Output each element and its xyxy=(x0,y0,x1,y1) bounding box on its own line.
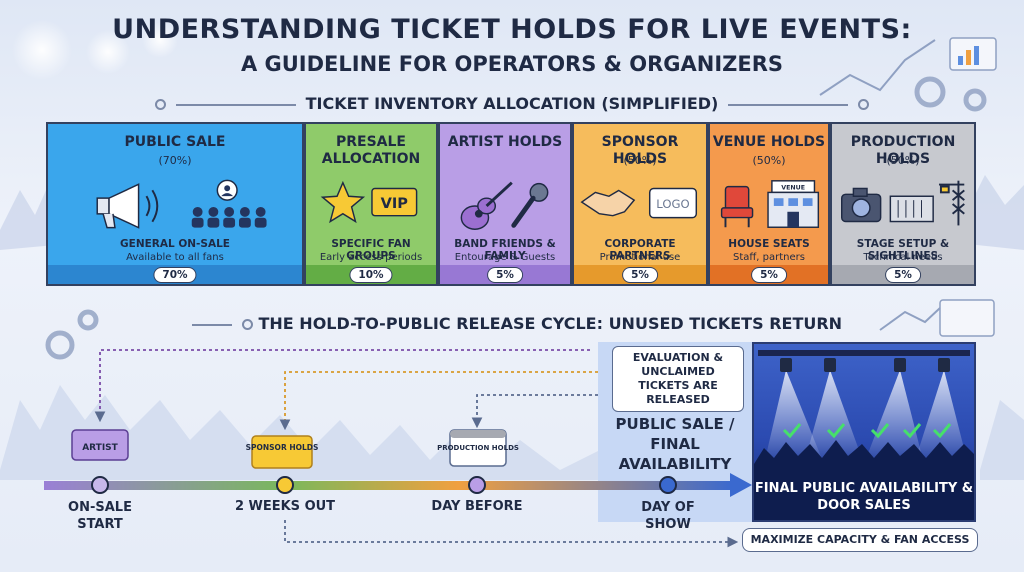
card-line1: HOUSE SEATS xyxy=(728,238,810,250)
card-line2: Staff, partners xyxy=(733,252,805,263)
card-badge: 5% xyxy=(622,267,658,283)
sponsor-ticket-icon: SPONSOR HOLDS xyxy=(246,435,319,469)
allocation-heading: TICKET INVENTORY ALLOCATION (SIMPLIFIED) xyxy=(0,94,1024,113)
vip-label: VIP xyxy=(381,195,409,212)
capacity-arrow xyxy=(284,520,739,548)
production-ticket-icon: PRODUCTION HOLDS xyxy=(437,429,519,467)
timeline-node-dayofshow xyxy=(659,476,677,494)
card-line2: Promotional use xyxy=(599,252,681,263)
card-percent: (70%) xyxy=(158,154,192,167)
timeline-label-onsale: ON-SALE START xyxy=(68,500,132,532)
card-title: VENUE HOLDS xyxy=(712,134,826,150)
card-title: PRESALE ALLOCATION xyxy=(321,134,421,167)
card-line1: SPECIFIC FAN GROUPS xyxy=(331,238,411,262)
megaphone-icon xyxy=(96,179,267,229)
card-line1: STAGE SETUP & SIGHTLINES xyxy=(856,238,950,262)
stage-illustration xyxy=(754,350,974,520)
card-badge: 5% xyxy=(487,267,523,283)
cycle-heading: THE HOLD-TO-PUBLIC RELEASE CYCLE: UNUSED… xyxy=(0,314,1024,333)
sponsor-ticket-label: SPONSOR HOLDS xyxy=(246,443,319,452)
star-vip-icon: VIP xyxy=(320,180,418,224)
card-percent: (50%) xyxy=(623,154,657,167)
timeline-node-2weeks xyxy=(276,476,294,494)
sponsor-release-arrow xyxy=(279,371,598,431)
evaluation-note: EVALUATION & UNCLAIMED TICKETS ARE RELEA… xyxy=(612,346,744,412)
card-line1: BAND FRIENDS & FAMILY xyxy=(454,238,556,262)
guitar-mic-icon xyxy=(460,181,549,230)
card-title: PUBLIC SALE xyxy=(124,134,226,150)
page-subtitle: A GUIDELINE FOR OPERATORS & ORGANIZERS xyxy=(240,52,784,76)
card-line2: Early access periods xyxy=(319,252,423,263)
card-line1: GENERAL ON-SALE xyxy=(120,238,230,250)
card-title: ARTIST HOLDS xyxy=(447,134,563,150)
logo-label: LOGO xyxy=(656,197,689,211)
timeline-node-onsale xyxy=(91,476,109,494)
timeline-label-daybefore: DAY BEFORE xyxy=(431,499,523,514)
card-presale: PRESALE ALLOCATION VIP SPECIFIC FAN GROU… xyxy=(304,122,438,286)
card-line2: Entourage & Guests xyxy=(454,252,556,263)
production-ticket-label: PRODUCTION HOLDS xyxy=(437,444,519,452)
card-title: PRODUCTION HOLDS xyxy=(850,134,956,167)
card-artist-holds: ARTIST HOLDS BAND FRIENDS & FAMILY Entou… xyxy=(438,122,572,286)
card-line2: Technical needs xyxy=(863,252,943,263)
maximize-capacity-pill: MAXIMIZE CAPACITY & FAN ACCESS xyxy=(742,528,978,552)
handshake-icon: LOGO xyxy=(580,187,698,219)
card-badge: 70% xyxy=(153,267,197,283)
card-badge: 10% xyxy=(349,267,393,283)
timeline-node-daybefore xyxy=(468,476,486,494)
card-line1: CORPORATE PARTNERS xyxy=(604,238,676,262)
production-icon xyxy=(840,180,965,226)
timeline-bar xyxy=(44,481,734,490)
final-availability-label: FINAL PUBLIC AVAILABILITY & DOOR SALES xyxy=(754,481,974,513)
card-badge: 5% xyxy=(885,267,921,283)
svg-text:ARTIST: ARTIST xyxy=(82,443,118,453)
venue-icon: VENUE xyxy=(720,180,820,228)
card-title: SPONSOR HOLDS xyxy=(601,134,679,167)
artist-ticket-icon: ARTIST xyxy=(71,429,129,461)
artist-release-arrow xyxy=(94,349,590,423)
timeline-arrowhead xyxy=(730,473,752,497)
card-badge: 5% xyxy=(751,267,787,283)
card-venue-holds: VENUE HOLDS (50%) VENUE HOUSE SEATS Staf… xyxy=(708,122,830,286)
card-sponsor-holds: SPONSOR HOLDS (50%) LOGO CORPORATE PARTN… xyxy=(572,122,708,286)
card-percent: (50%) xyxy=(752,154,786,167)
public-sale-label: PUBLIC SALE / FINAL AVAILABILITY xyxy=(615,415,735,473)
venue-sign-label: VENUE xyxy=(781,185,805,192)
production-release-arrow xyxy=(471,394,598,429)
timeline-label-dayofshow: DAY OF SHOW xyxy=(641,500,695,532)
timeline-label-2weeks: 2 WEEKS OUT xyxy=(234,499,336,514)
card-percent: (50%) xyxy=(886,154,920,167)
card-production-holds: PRODUCTION HOLDS (50%) STAGE SETUP & SIG… xyxy=(830,122,976,286)
stage-panel: FINAL PUBLIC AVAILABILITY & DOOR SALES xyxy=(752,342,976,522)
page-title: UNDERSTANDING TICKET HOLDS FOR LIVE EVEN… xyxy=(112,14,912,45)
card-line2: Available to all fans xyxy=(126,252,224,263)
card-public-sale: PUBLIC SALE (70%) GENERAL ON-SALE Availa… xyxy=(46,122,304,286)
